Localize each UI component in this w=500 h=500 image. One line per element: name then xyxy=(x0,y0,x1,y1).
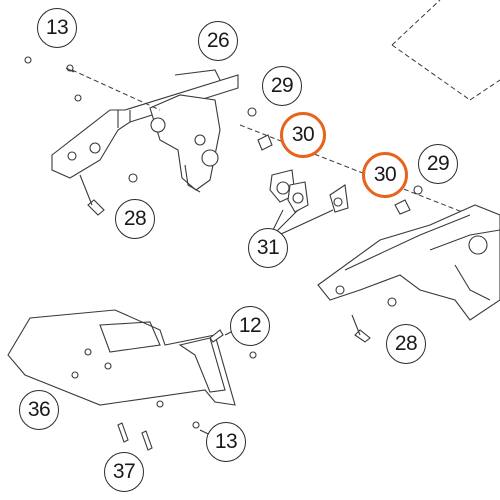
bracket-right xyxy=(317,204,500,321)
frame-outline xyxy=(391,0,500,101)
screw-set-13-bottom xyxy=(192,421,200,429)
callout-30-right: 30 xyxy=(362,152,408,198)
callout-31: 31 xyxy=(248,228,288,268)
callout-28-right: 28 xyxy=(386,324,426,364)
pin-set-29-30 xyxy=(247,107,423,215)
callout-13-bottom: 13 xyxy=(206,422,246,462)
stud-set-31 xyxy=(269,169,349,213)
callout-30-left: 30 xyxy=(280,112,326,158)
callout-29-left: 29 xyxy=(262,66,302,106)
callout-26: 26 xyxy=(198,21,238,61)
screw-set-top-left xyxy=(24,56,82,102)
bolt-28-left xyxy=(79,173,138,216)
callout-37: 37 xyxy=(104,452,144,492)
plate-36 xyxy=(7,309,236,408)
bracket-left xyxy=(51,69,239,193)
callout-28-left: 28 xyxy=(115,199,155,239)
callout-13-top: 13 xyxy=(37,8,77,48)
callout-36: 36 xyxy=(19,390,59,430)
callout-29-right: 29 xyxy=(418,144,458,184)
screw-set-12 xyxy=(209,329,257,359)
callout-12: 12 xyxy=(230,306,270,346)
screw-set-37 xyxy=(117,422,153,451)
bolt-28-right xyxy=(351,314,371,343)
